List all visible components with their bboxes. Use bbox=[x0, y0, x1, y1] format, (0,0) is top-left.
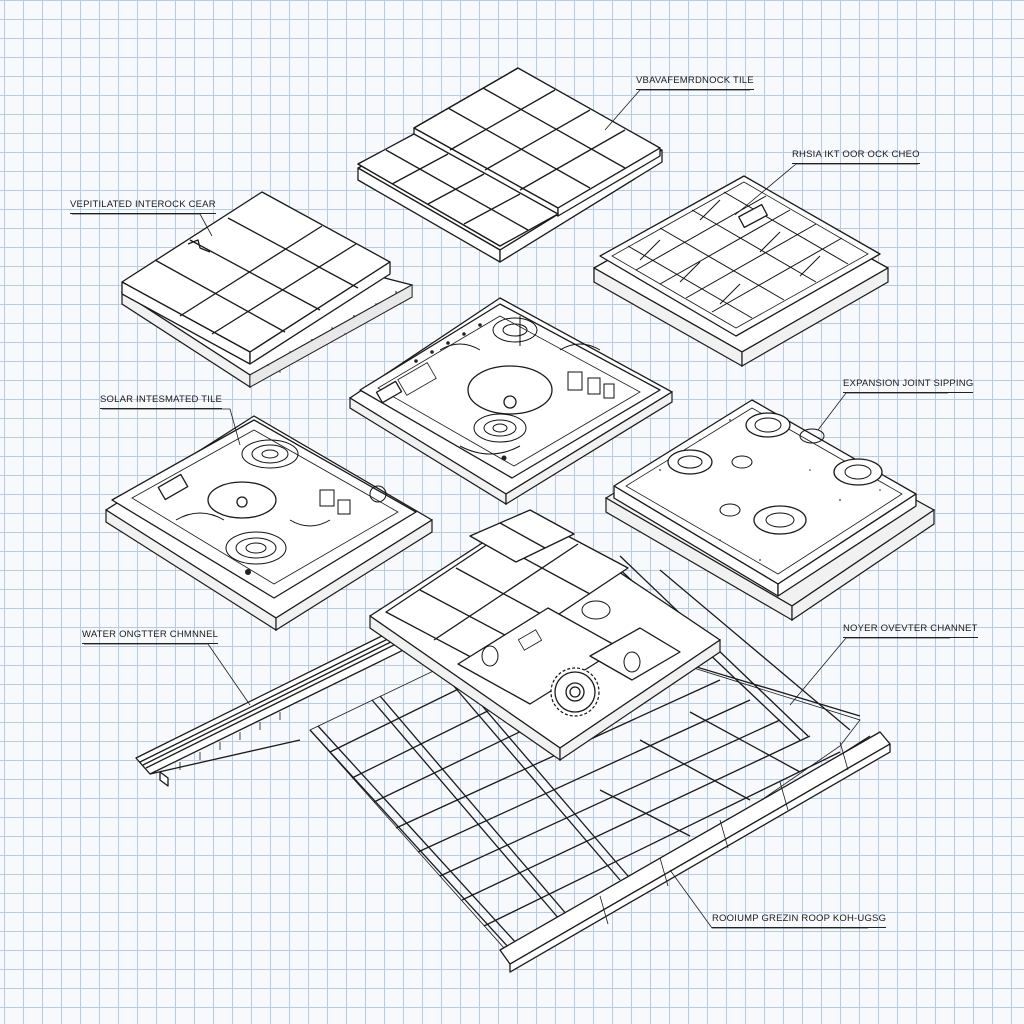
solar-tile bbox=[105, 415, 433, 632]
label-water-overflow-channel: NOYER OVEVTER CHANNET bbox=[843, 623, 978, 638]
label-rhsia-ikt-oor-ock-cheo: RHSIA IKT OOR OCK CHEO bbox=[792, 149, 920, 164]
leader-lines bbox=[72, 89, 950, 929]
mechanical-tile-center bbox=[349, 297, 673, 506]
lattice-tile bbox=[593, 175, 889, 368]
gutter-channel bbox=[135, 619, 433, 787]
label-water-gutter-channel: WATER ONGTTER CHMNNEL bbox=[82, 629, 219, 644]
label-roof-frame: ROOIUMP GREZIN ROOP KOH-UGSG bbox=[712, 913, 887, 928]
label-ventilated-interlock-gear: VEPITILATED INTEROCK CEAR bbox=[70, 199, 216, 214]
top-tile-stack bbox=[357, 67, 663, 263]
label-vbavafemrdnock-tile: VBAVAFEMRDNOCK TILE bbox=[636, 75, 754, 90]
gear-tile bbox=[604, 399, 936, 622]
label-solar-integrated-tile: SOLAR INTESMATED TILE bbox=[100, 394, 223, 409]
label-expansion-joint-sipping: EXPANSION JOINT SIPPING bbox=[843, 378, 974, 393]
ventilated-tile-stack bbox=[121, 191, 413, 389]
roof-frame-assembly bbox=[135, 509, 891, 973]
frame-tile-cluster bbox=[369, 509, 721, 762]
